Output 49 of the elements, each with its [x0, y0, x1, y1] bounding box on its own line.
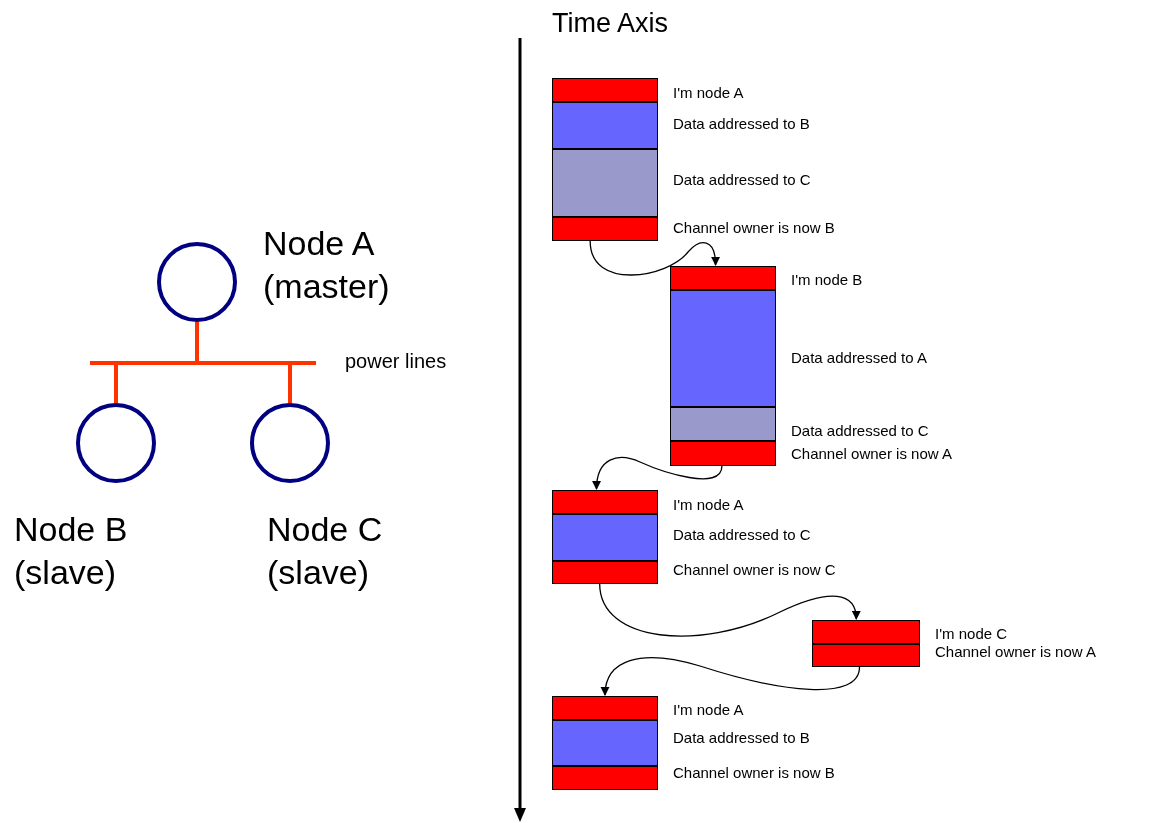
- node-caption: Node B (slave): [14, 509, 129, 593]
- data-segment: [552, 102, 658, 149]
- data-segment: [552, 514, 658, 561]
- axis-title: Time Axis: [552, 8, 668, 39]
- data-segment: [670, 407, 776, 441]
- data-segment: [552, 149, 658, 217]
- segment-label: Channel owner is now A: [791, 445, 952, 463]
- header-segment: [552, 78, 658, 102]
- node-circle: [250, 403, 330, 483]
- segment-label: Channel owner is now B: [673, 219, 835, 237]
- segment-label: Data addressed to C: [673, 526, 811, 544]
- node-circle: [76, 403, 156, 483]
- segment-label: I'm node C: [935, 625, 1008, 643]
- segment-label: Data addressed to B: [673, 115, 810, 133]
- curved-arrow: [601, 657, 861, 696]
- frame: [552, 696, 658, 790]
- frame: [670, 266, 776, 466]
- header-segment: [670, 266, 776, 290]
- header-segment: [552, 696, 658, 720]
- header-segment: [552, 561, 658, 584]
- segment-label: Data addressed to C: [673, 171, 811, 189]
- frame: [552, 490, 658, 584]
- header-segment: [670, 441, 776, 466]
- segment-label: I'm node A: [673, 496, 744, 514]
- header-segment: [812, 644, 920, 667]
- segment-label: I'm node A: [673, 701, 744, 719]
- segment-label: Channel owner is now A: [935, 643, 1096, 661]
- header-segment: [552, 490, 658, 514]
- segment-label: Data addressed to A: [791, 349, 927, 367]
- curved-arrow: [599, 583, 861, 637]
- node-circle: [157, 242, 237, 322]
- header-segment: [552, 217, 658, 241]
- curved-arrow: [589, 240, 720, 276]
- segment-label: Data addressed to B: [673, 729, 810, 747]
- frame: [812, 620, 920, 667]
- bus-label: power lines: [345, 350, 447, 373]
- curved-arrow: [592, 457, 723, 490]
- segment-label: Channel owner is now B: [673, 764, 835, 782]
- data-segment: [670, 290, 776, 407]
- segment-label: Channel owner is now C: [673, 561, 836, 579]
- header-segment: [552, 766, 658, 790]
- segment-label: I'm node A: [673, 84, 744, 102]
- node-caption: Node A (master): [263, 223, 391, 307]
- frame: [552, 78, 658, 241]
- segment-label: I'm node B: [791, 271, 863, 289]
- segment-label: Data addressed to C: [791, 422, 929, 440]
- node-caption: Node C (slave): [267, 509, 384, 593]
- header-segment: [812, 620, 920, 644]
- data-segment: [552, 720, 658, 766]
